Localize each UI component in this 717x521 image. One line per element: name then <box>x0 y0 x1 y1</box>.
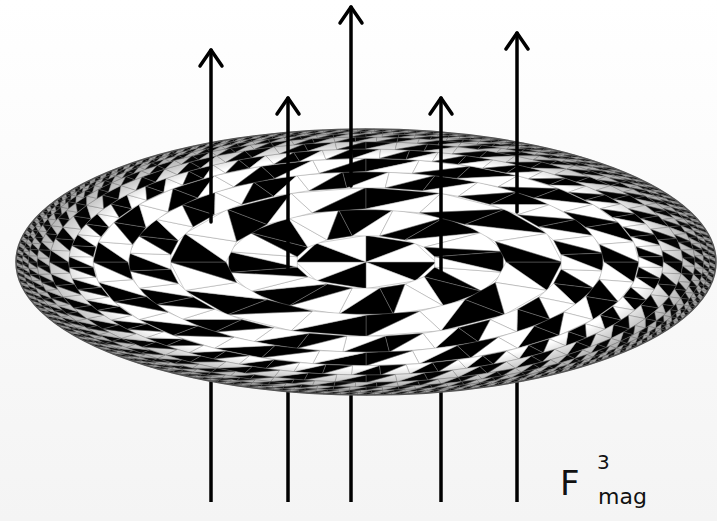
disk-rim <box>16 129 716 395</box>
disk-ground <box>16 129 716 395</box>
tiling-triangles <box>16 129 716 395</box>
superscript-index: 3 <box>597 452 610 472</box>
flux-symbol: F <box>560 466 580 500</box>
flux-arrows-above <box>200 7 528 272</box>
hyperbolic-tiling <box>16 129 716 395</box>
subscript-label: mag <box>598 486 647 508</box>
